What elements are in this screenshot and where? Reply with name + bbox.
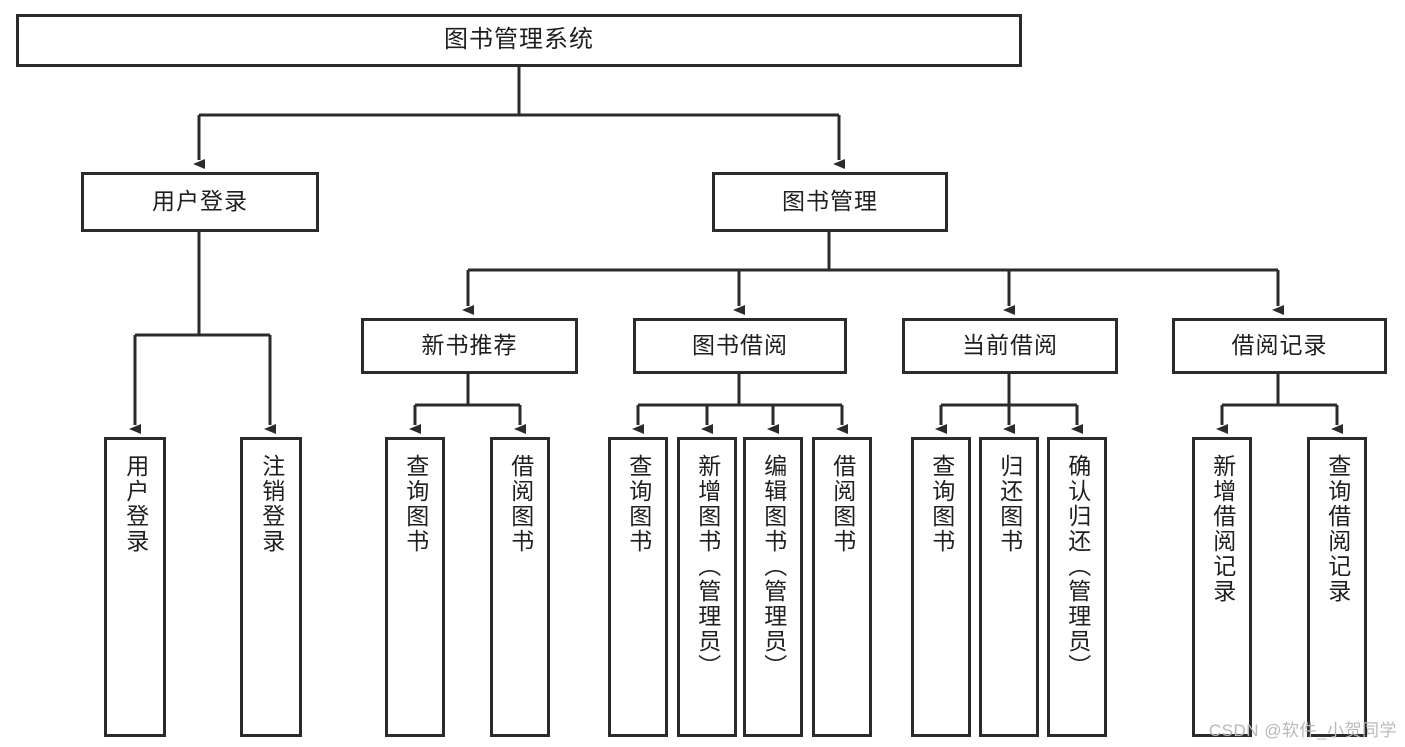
- node-new-book-recommend-label: 新书推荐: [421, 332, 518, 359]
- node-leaf-query-record[interactable]: 查询借阅记录: [1307, 437, 1367, 737]
- node-leaf-confirm-return-label: 确认归还（管理员）: [1064, 454, 1091, 679]
- node-user-login-label: 用户登录: [152, 188, 248, 215]
- node-leaf-add-record-label: 新增借阅记录: [1209, 454, 1236, 604]
- node-current-borrow[interactable]: 当前借阅: [902, 318, 1118, 374]
- node-borrow-record[interactable]: 借阅记录: [1172, 318, 1387, 374]
- node-leaf-confirm-return[interactable]: 确认归还（管理员）: [1047, 437, 1107, 737]
- node-current-borrow-label: 当前借阅: [962, 332, 1058, 359]
- node-leaf-borrow-book-2[interactable]: 借阅图书: [812, 437, 872, 737]
- node-leaf-query-book-1-label: 查询图书: [402, 454, 429, 554]
- node-leaf-query-record-label: 查询借阅记录: [1324, 454, 1351, 604]
- node-leaf-user-login-label: 用户登录: [122, 454, 149, 554]
- node-leaf-add-book-label: 新增图书（管理员）: [694, 454, 721, 679]
- node-leaf-borrow-book-1[interactable]: 借阅图书: [490, 437, 550, 737]
- node-root[interactable]: 图书管理系统: [16, 14, 1022, 67]
- node-borrow-record-label: 借阅记录: [1231, 332, 1328, 359]
- node-leaf-logout-login[interactable]: 注销登录: [240, 437, 302, 737]
- node-user-login[interactable]: 用户登录: [81, 172, 319, 232]
- node-leaf-add-book[interactable]: 新增图书（管理员）: [677, 437, 737, 737]
- node-book-manage-label: 图书管理: [782, 188, 878, 215]
- node-root-label: 图书管理系统: [444, 26, 594, 54]
- node-leaf-logout-login-label: 注销登录: [258, 454, 285, 554]
- node-book-manage[interactable]: 图书管理: [712, 172, 948, 232]
- node-leaf-user-login[interactable]: 用户登录: [104, 437, 166, 737]
- node-leaf-query-book-2-label: 查询图书: [625, 454, 652, 554]
- node-leaf-return-book[interactable]: 归还图书: [979, 437, 1039, 737]
- node-book-borrow[interactable]: 图书借阅: [633, 318, 847, 374]
- node-leaf-query-book-1[interactable]: 查询图书: [385, 437, 445, 737]
- node-leaf-edit-book-label: 编辑图书（管理员）: [760, 454, 787, 679]
- node-leaf-edit-book[interactable]: 编辑图书（管理员）: [743, 437, 803, 737]
- node-leaf-return-book-label: 归还图书: [996, 454, 1023, 554]
- node-leaf-query-book-2[interactable]: 查询图书: [608, 437, 668, 737]
- node-book-borrow-label: 图书借阅: [692, 332, 788, 359]
- node-leaf-borrow-book-2-label: 借阅图书: [829, 454, 856, 554]
- node-leaf-query-book-3-label: 查询图书: [928, 454, 955, 554]
- watermark: CSDN @软件_小贺同学: [1208, 721, 1397, 740]
- node-new-book-recommend[interactable]: 新书推荐: [361, 318, 578, 374]
- node-leaf-query-book-3[interactable]: 查询图书: [911, 437, 971, 737]
- node-leaf-add-record[interactable]: 新增借阅记录: [1192, 437, 1252, 737]
- node-leaf-borrow-book-1-label: 借阅图书: [507, 454, 534, 554]
